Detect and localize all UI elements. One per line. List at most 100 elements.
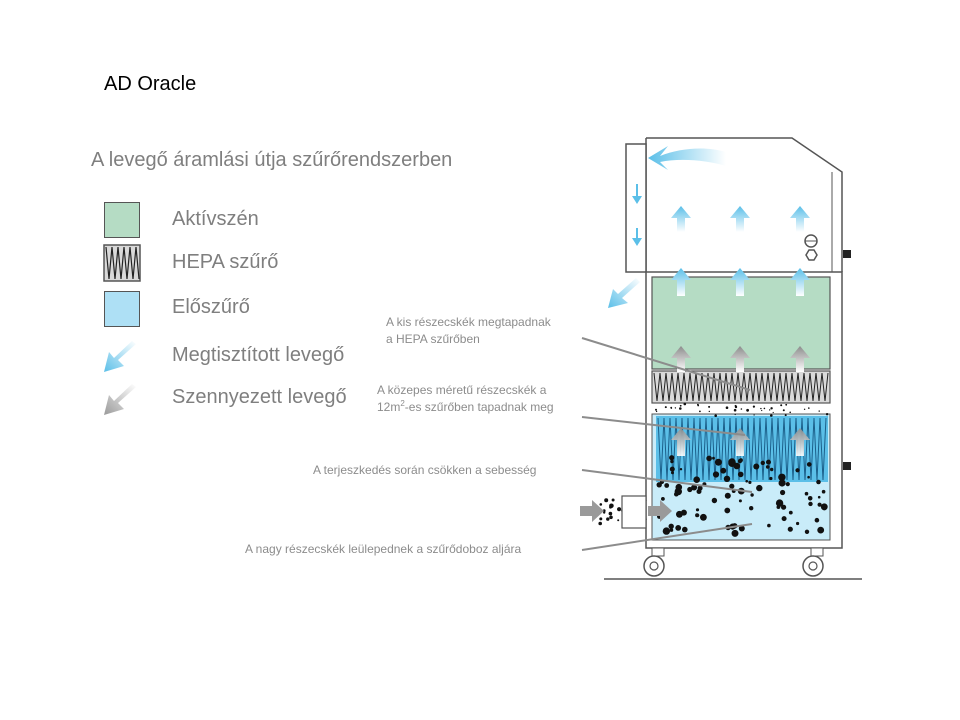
particle bbox=[766, 459, 771, 465]
particle bbox=[775, 499, 784, 507]
particle bbox=[695, 508, 700, 512]
particle bbox=[724, 507, 731, 514]
particle bbox=[750, 493, 754, 497]
particle bbox=[671, 471, 674, 475]
particle bbox=[746, 408, 749, 412]
diagram-title: A levegő áramlási útja szűrőrendszerben bbox=[91, 149, 453, 171]
particle bbox=[679, 404, 682, 407]
particle bbox=[617, 519, 620, 522]
particle bbox=[655, 408, 657, 411]
particle bbox=[737, 471, 744, 478]
particle bbox=[817, 526, 825, 534]
particle bbox=[821, 489, 826, 494]
particle bbox=[697, 404, 700, 407]
particle bbox=[808, 407, 810, 409]
legend-label-polluted-air: Szennyezett levegő bbox=[172, 386, 347, 408]
callout-expansion: A terjeszkedés során csökken a sebesség bbox=[313, 463, 537, 477]
particle bbox=[756, 484, 763, 492]
particle bbox=[675, 483, 683, 491]
particle bbox=[781, 504, 787, 510]
particle bbox=[753, 463, 760, 470]
particle bbox=[712, 471, 720, 478]
particle bbox=[822, 507, 827, 511]
particle bbox=[617, 507, 622, 512]
activated-carbon-swatch bbox=[104, 202, 140, 238]
particle bbox=[714, 458, 722, 466]
particle bbox=[664, 406, 667, 409]
particle bbox=[804, 491, 809, 496]
particle bbox=[674, 407, 677, 409]
particle bbox=[604, 498, 609, 503]
clean-air-arrows bbox=[608, 146, 810, 308]
particle bbox=[760, 460, 765, 466]
particle bbox=[656, 482, 662, 488]
particle bbox=[789, 411, 791, 414]
particle bbox=[803, 408, 806, 410]
particle bbox=[711, 497, 718, 504]
particle bbox=[737, 459, 743, 464]
particle bbox=[767, 523, 771, 528]
particle bbox=[785, 482, 790, 487]
particle bbox=[675, 525, 682, 531]
brand-title: AD Oracle bbox=[104, 73, 197, 95]
particle bbox=[770, 414, 773, 417]
particle bbox=[740, 408, 743, 410]
particle bbox=[770, 467, 774, 472]
particle bbox=[599, 503, 603, 506]
particle bbox=[679, 468, 683, 471]
particle bbox=[804, 529, 810, 534]
particle bbox=[682, 526, 688, 533]
particle bbox=[785, 403, 788, 406]
particle bbox=[695, 513, 700, 518]
particle bbox=[763, 407, 766, 410]
particle bbox=[807, 496, 813, 501]
particle bbox=[748, 480, 752, 484]
particle bbox=[611, 498, 615, 502]
particle bbox=[669, 466, 675, 472]
particle bbox=[769, 476, 773, 481]
particle bbox=[679, 407, 682, 410]
particle bbox=[603, 511, 606, 514]
particle bbox=[609, 515, 613, 520]
particle bbox=[697, 485, 703, 491]
particle bbox=[825, 413, 829, 416]
particle bbox=[609, 503, 614, 509]
particle bbox=[769, 409, 771, 411]
particle bbox=[670, 459, 674, 464]
particle bbox=[788, 510, 793, 515]
particle bbox=[738, 499, 742, 503]
particle bbox=[782, 409, 785, 412]
particle bbox=[817, 502, 822, 507]
particle bbox=[668, 523, 674, 529]
particle bbox=[664, 483, 670, 488]
particle bbox=[712, 456, 715, 460]
particle bbox=[749, 506, 754, 511]
particle bbox=[778, 479, 786, 487]
particle bbox=[723, 475, 731, 482]
particle bbox=[599, 517, 603, 521]
top-hood bbox=[625, 137, 851, 273]
particle bbox=[738, 525, 745, 532]
particle bbox=[720, 467, 727, 474]
particle bbox=[818, 410, 820, 412]
particle bbox=[808, 501, 813, 507]
particle bbox=[733, 408, 737, 412]
particle bbox=[669, 528, 674, 532]
particle bbox=[765, 465, 770, 469]
air-inlet bbox=[621, 495, 647, 529]
legend-label-clean-air: Megtisztított levegő bbox=[172, 344, 345, 366]
particle bbox=[693, 476, 700, 484]
particle bbox=[760, 407, 762, 410]
particle bbox=[606, 517, 610, 521]
legend-label-activated-carbon: Aktívszén bbox=[172, 208, 259, 230]
particle bbox=[807, 475, 810, 479]
particle bbox=[661, 497, 665, 501]
particle bbox=[708, 405, 711, 408]
legend-label-hepa: HEPA szűrő bbox=[172, 251, 279, 273]
particle bbox=[781, 516, 787, 522]
particle bbox=[724, 492, 731, 499]
particle bbox=[694, 485, 697, 489]
prefilter-swatch bbox=[104, 291, 140, 327]
particle bbox=[669, 455, 675, 461]
